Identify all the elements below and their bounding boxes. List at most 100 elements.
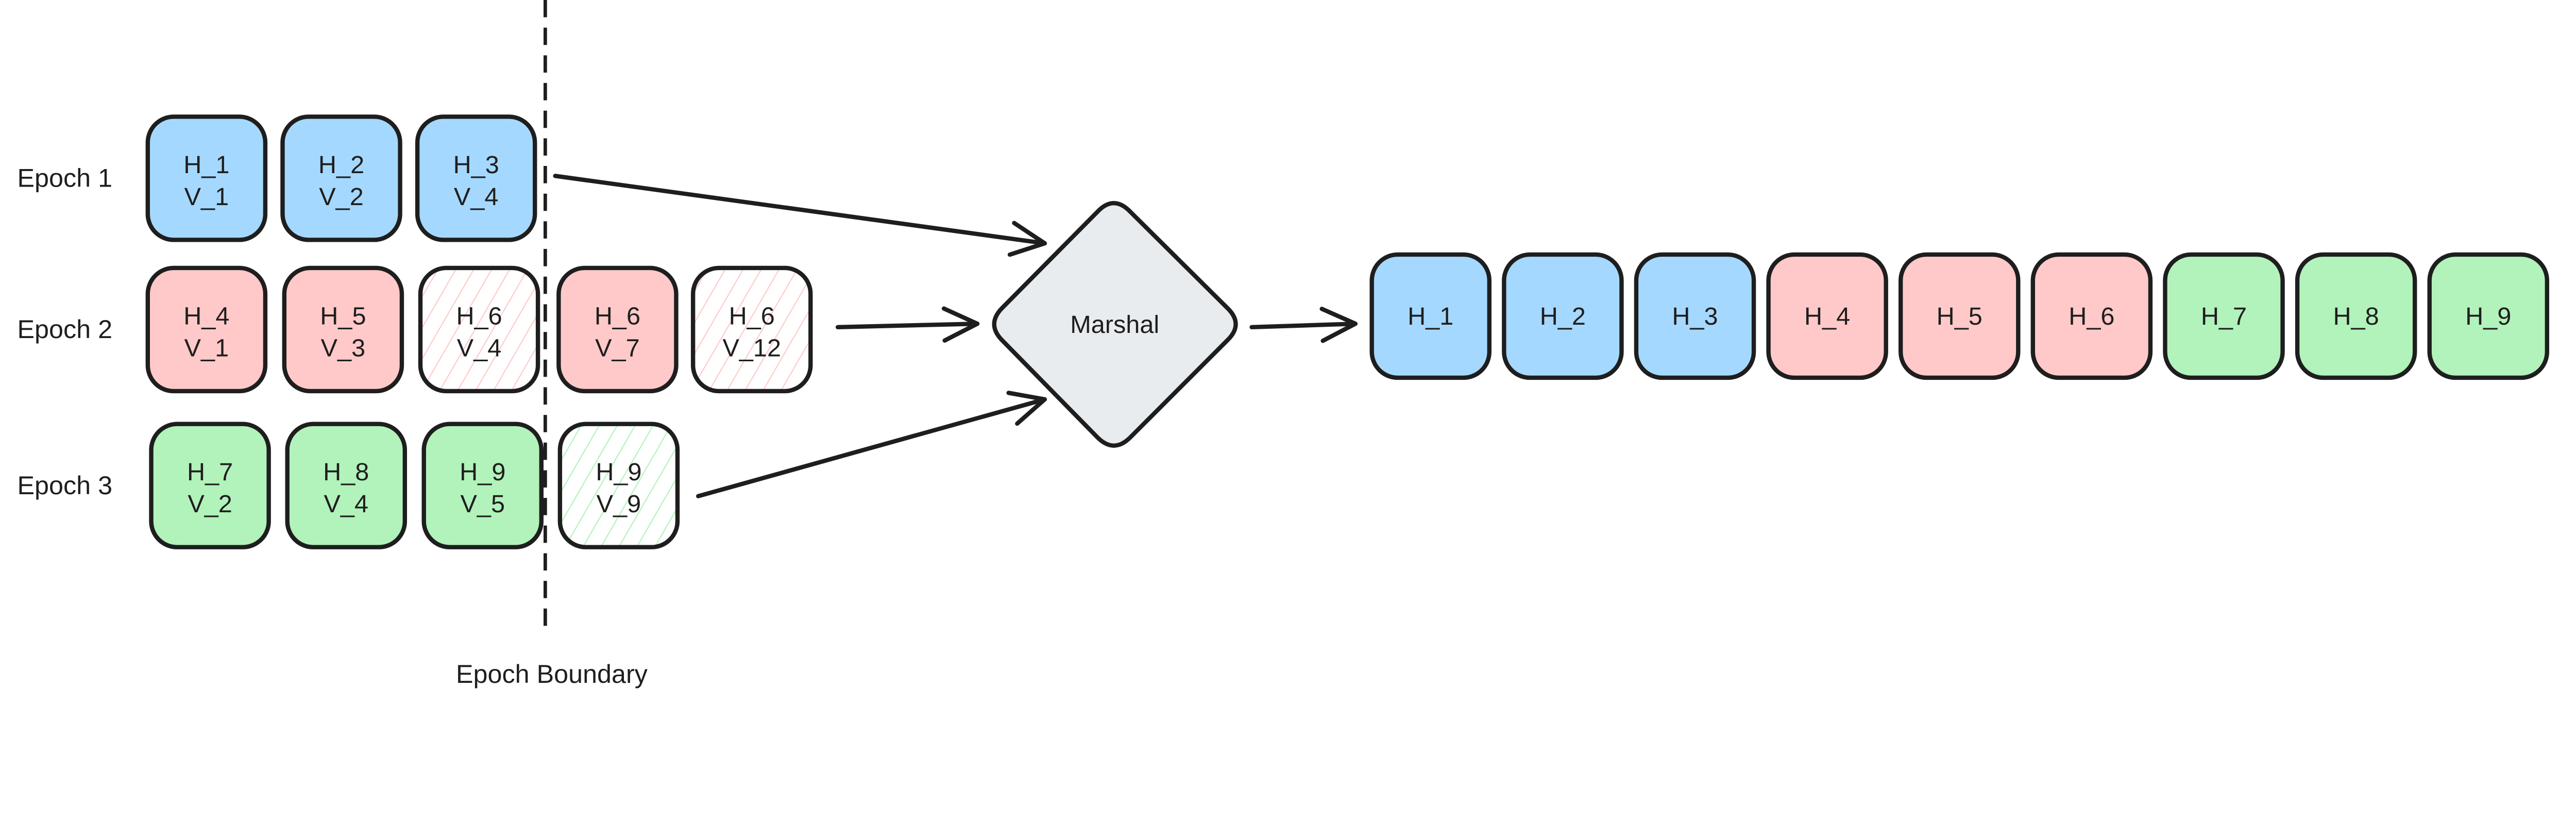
block-rect — [690, 265, 813, 394]
output-sequence: H_1 H_2 H_3 H_4 H_5 H_6 H_7 H_8 H_9 — [1369, 252, 2549, 380]
arrow — [1249, 307, 1358, 343]
arrow-head — [1007, 221, 1047, 257]
output-block-label: H_1 — [1408, 303, 1453, 330]
block-h-label: H_6 — [729, 302, 775, 330]
block-h-label: H_4 — [183, 302, 229, 330]
output-block-label: H_9 — [2465, 303, 2511, 330]
arrows — [553, 174, 1358, 498]
arrow — [835, 306, 980, 343]
block-rect — [145, 114, 268, 242]
arrow-head — [1006, 391, 1047, 426]
marshal-node: Marshal — [992, 200, 1238, 448]
block-rect — [145, 265, 268, 394]
block-rect — [418, 265, 540, 394]
arrow — [553, 174, 1047, 257]
output-block-label: H_7 — [2201, 303, 2247, 330]
block-rect — [285, 422, 408, 549]
block-hatched: H_9V_9 — [557, 422, 680, 549]
output-block-label: H_6 — [2069, 303, 2114, 330]
block-v-label: V_4 — [454, 183, 499, 211]
block: H_6V_7 — [556, 265, 679, 394]
block-rect — [415, 114, 537, 242]
block-v-label: V_7 — [595, 334, 640, 362]
output-block: H_8 — [2295, 252, 2417, 380]
block-v-label: V_2 — [319, 183, 364, 211]
block-rect — [149, 422, 271, 549]
block-v-label: V_4 — [457, 334, 502, 362]
block-rect — [280, 114, 402, 242]
block-h-label: H_6 — [595, 302, 640, 330]
epoch-label: Epoch 1 — [18, 163, 113, 193]
output-block: H_4 — [1766, 252, 1888, 380]
output-block-rect — [2030, 252, 2153, 380]
output-block: H_7 — [2163, 252, 2285, 380]
block-rect — [282, 265, 404, 394]
block-hatched: H_6V_4 — [418, 265, 540, 394]
output-block-label: H_4 — [1804, 303, 1850, 330]
marshal-label: Marshal — [1070, 311, 1159, 339]
output-block-label: H_5 — [1937, 303, 1982, 330]
epoch-label: Epoch 2 — [18, 314, 113, 344]
block: H_5V_3 — [282, 265, 404, 394]
block: H_2V_2 — [280, 114, 402, 242]
block: H_7V_2 — [149, 422, 271, 549]
block-h-label: H_7 — [187, 458, 233, 486]
block-hatched: H_6V_12 — [690, 265, 813, 394]
epoch-boundary-label: Epoch Boundary — [456, 659, 648, 689]
block: H_1V_1 — [145, 114, 268, 242]
block-h-label: H_9 — [596, 458, 641, 486]
output-block-rect — [2295, 252, 2417, 380]
block-v-label: V_4 — [324, 490, 368, 518]
output-block: H_1 — [1369, 252, 1492, 380]
block-v-label: V_2 — [188, 490, 232, 518]
block: H_4V_1 — [145, 265, 268, 394]
block-v-label: V_1 — [184, 334, 229, 362]
marshal-diamond — [992, 200, 1238, 448]
output-block-rect — [1899, 252, 2021, 380]
block: H_3V_4 — [415, 114, 537, 242]
block-h-label: H_6 — [456, 302, 502, 330]
arrow-shaft — [553, 174, 1047, 246]
block-rect — [556, 265, 679, 394]
block-h-label: H_3 — [453, 151, 499, 179]
output-block: H_9 — [2427, 252, 2549, 380]
block-rect — [421, 422, 544, 549]
block-v-label: V_1 — [184, 183, 229, 211]
block-h-label: H_5 — [320, 302, 366, 330]
block-h-label: H_2 — [318, 151, 364, 179]
output-block-label: H_8 — [2333, 303, 2379, 330]
output-block-rect — [1766, 252, 1888, 380]
output-block-label: H_2 — [1540, 303, 1586, 330]
output-block: H_6 — [2030, 252, 2153, 380]
output-block-rect — [1369, 252, 1492, 380]
block: H_8V_4 — [285, 422, 408, 549]
block-v-label: V_12 — [722, 334, 781, 362]
arrow — [696, 391, 1047, 498]
output-block-label: H_3 — [1672, 303, 1718, 330]
block-v-label: V_9 — [597, 490, 641, 518]
block: H_9V_5 — [421, 422, 544, 549]
arrow-head — [1319, 307, 1358, 343]
block-v-label: V_3 — [321, 334, 366, 362]
arrow-shaft — [835, 321, 980, 330]
output-block-rect — [2427, 252, 2549, 380]
output-block-rect — [1502, 252, 1624, 380]
output-block: H_2 — [1502, 252, 1624, 380]
block-h-label: H_8 — [323, 458, 369, 486]
output-block: H_3 — [1634, 252, 1756, 380]
block-h-label: H_9 — [460, 458, 505, 486]
block-v-label: V_5 — [460, 490, 505, 518]
output-block-rect — [2163, 252, 2285, 380]
arrow-shaft — [1249, 321, 1358, 330]
output-block: H_5 — [1899, 252, 2021, 380]
block-h-label: H_1 — [183, 151, 229, 179]
block-rect — [557, 422, 680, 549]
output-block-rect — [1634, 252, 1756, 380]
epoch-label: Epoch 3 — [18, 471, 113, 500]
arrow-head — [941, 306, 980, 343]
